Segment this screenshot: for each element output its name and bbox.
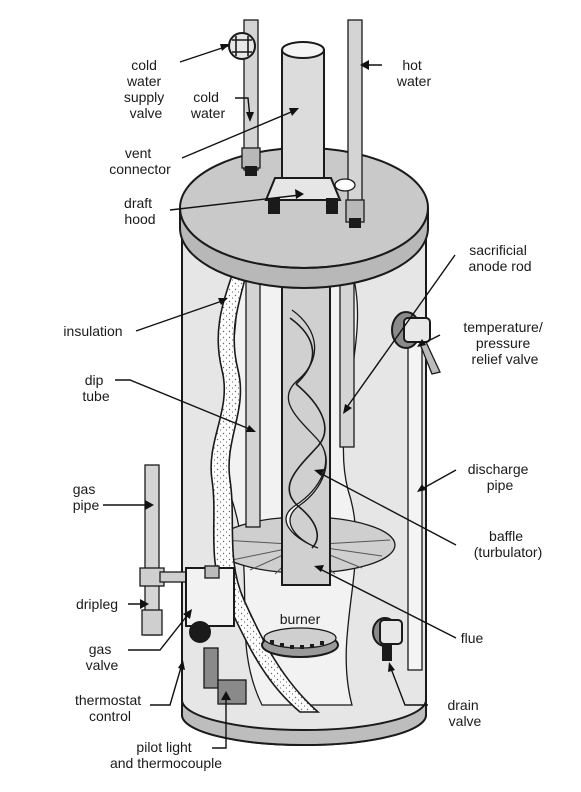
label-gas-pipe: gas pipe [73,481,100,513]
hot-water-pipe [334,19,365,228]
labels: cold water supply valve cold water hot w… [63,57,546,771]
leader-lines [103,44,457,749]
drain-valve-shape [372,617,403,661]
label-baffle: baffle (turbulator) [474,528,542,560]
label-burner: burner [280,611,321,627]
gas-valve-shape [185,565,247,705]
burner-assembly [261,627,339,658]
label-vent-connector: vent connector [109,145,171,177]
label-discharge-pipe: discharge pipe [468,461,533,493]
cold-water-pipe [228,19,261,176]
label-gas-valve: gas valve [86,641,119,673]
dip-tube [245,261,261,528]
baffle-twist [285,309,327,549]
label-temperature-relief-valve: temperature/ pressure relief valve [463,319,546,367]
label-thermostat-control: thermostat control [75,692,145,724]
tank-base [181,699,427,746]
discharge-pipe-shape [407,339,423,671]
label-sacrificial-anode-rod: sacrificial anode rod [468,242,531,274]
vent-assembly [264,41,342,214]
label-draft-hood: draft hood [124,195,156,227]
label-dip-tube: dip tube [82,372,109,404]
relief-valve [391,311,441,375]
label-hot-water: hot water [396,57,432,89]
label-cold-water-supply-valve: cold water supply valve [124,57,168,121]
label-drain-valve: drain valve [447,697,482,729]
label-dripleg: dripleg [76,596,118,612]
water-heater-illustration [139,19,441,746]
label-flue: flue [461,630,484,646]
label-cold-water: cold water [190,89,226,121]
label-pilot-light: pilot light and thermocouple [110,739,222,771]
label-insulation: insulation [63,323,122,339]
anode-rod [339,261,355,448]
flue-pipe [281,274,331,586]
